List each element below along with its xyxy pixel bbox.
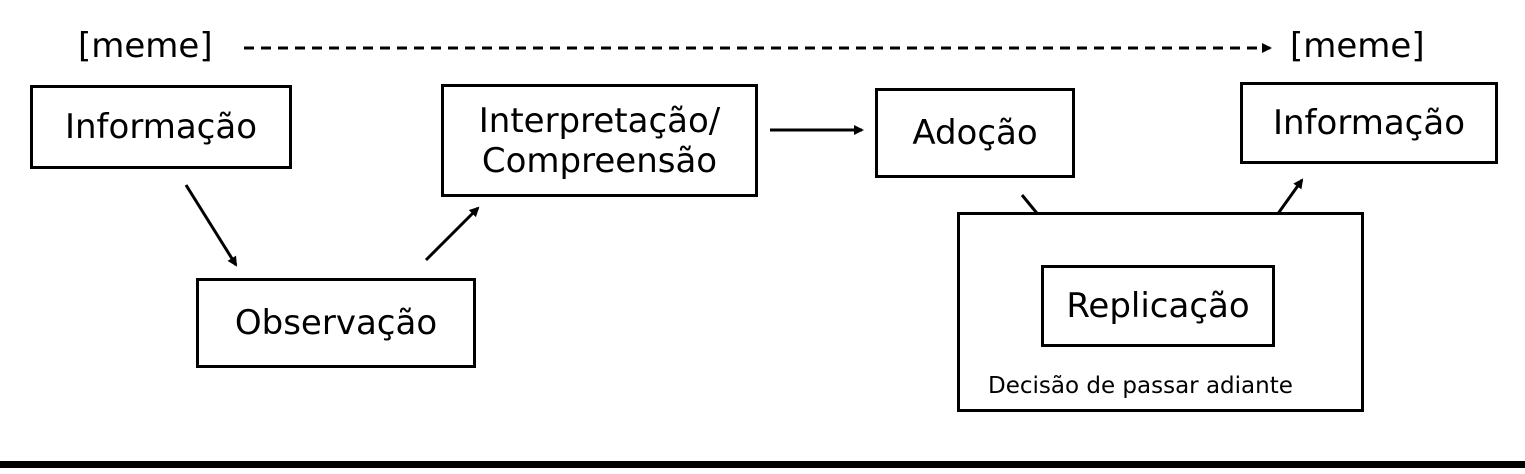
meme-label-right: [meme] [1290,26,1425,66]
node-informacao-end: Informação [1240,82,1498,164]
node-label: Observação [234,303,438,343]
node-adocao: Adoção [875,88,1075,178]
node-label: Informação [1272,103,1465,143]
node-label: Replicação [1066,286,1250,326]
replication-group: Decisão de passar adiante [957,212,1364,412]
node-replicacao: Replicação [1041,265,1275,347]
node-observacao: Observação [196,278,476,368]
node-label: Adoção [912,113,1038,153]
node-label-line2: Compreensão [481,140,718,181]
bottom-rule [0,461,1525,468]
node-informacao-start: Informação [30,85,292,169]
node-interpretacao: Interpretação/ Compreensão [441,84,758,197]
node-label: Informação [64,107,257,147]
arrow-observacao-to-interpretacao [424,206,480,262]
replication-group-caption: Decisão de passar adiante [988,373,1293,399]
node-label-line1: Interpretação/ [478,100,721,141]
arrow-informacao-to-observacao [184,184,238,267]
meme-label-left: [meme] [78,26,213,66]
